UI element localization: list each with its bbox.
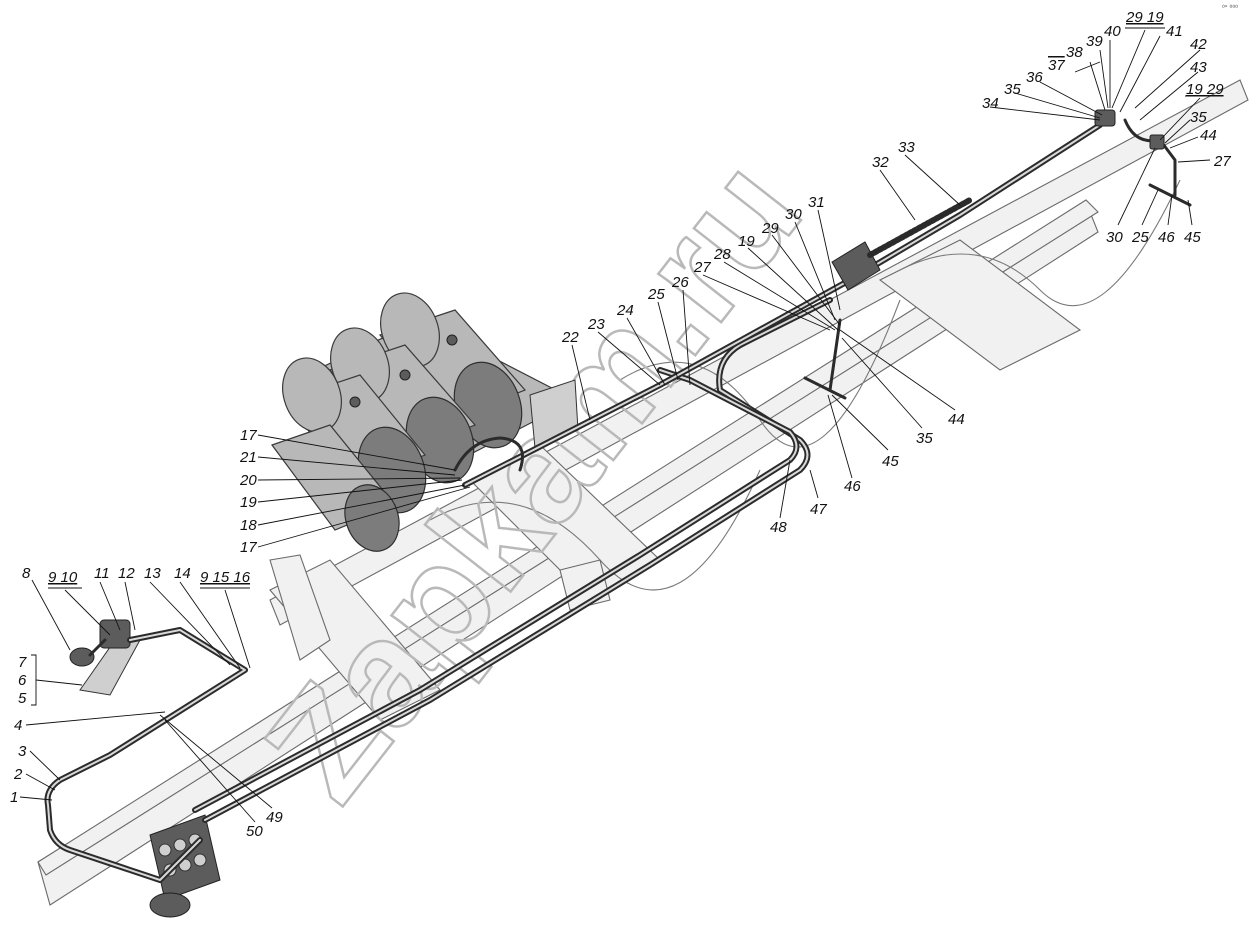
callout-label: 7	[18, 654, 27, 671]
frame-inner-contour-1	[619, 299, 901, 448]
pipe-tank-loop	[453, 436, 524, 472]
callout-label: 47	[810, 501, 827, 518]
callout-label: 9 10	[48, 569, 78, 586]
leader-lines	[19, 27, 1222, 823]
callout-label: 27	[693, 259, 711, 276]
callout-label: 12	[118, 565, 135, 582]
callout-label: 1	[10, 789, 18, 806]
valve-handle-lever	[88, 638, 107, 657]
tank-rear-upper	[378, 292, 527, 449]
callout-label: 11	[94, 565, 110, 582]
callout-label: 30	[1106, 229, 1123, 246]
callout-label: 9 15 16	[200, 569, 251, 586]
callout-label: 48	[770, 519, 787, 536]
callout-label: 35	[916, 430, 933, 447]
callout-label: 25	[647, 286, 665, 303]
callout-label: 44	[948, 411, 965, 428]
callout-label: 17	[240, 539, 257, 556]
callout-label: 22	[561, 329, 579, 346]
callout-label: 26	[671, 274, 689, 291]
callout-label: 23	[587, 316, 605, 333]
callout-label: 31	[808, 194, 825, 211]
callout-label: 46	[1158, 229, 1175, 246]
callout-label: 24	[616, 302, 634, 319]
callout-label: 27	[1213, 153, 1231, 170]
tank-cap-2	[399, 369, 411, 381]
tank-cap-3	[349, 396, 361, 408]
callout-label: 38	[1066, 44, 1083, 61]
frame-bracket-front	[269, 554, 331, 661]
callout-label: 17	[240, 427, 257, 444]
callout-label: 32	[872, 154, 889, 171]
valve-handle-knob	[69, 647, 95, 667]
callout-label: 42	[1190, 36, 1207, 53]
callout-label: 13	[144, 565, 161, 582]
callout-label: 50	[246, 823, 263, 840]
callout-label: 46	[844, 478, 861, 495]
callout-label: 25	[1131, 229, 1149, 246]
callout-label: 2	[13, 766, 23, 783]
pipe-branch-tee-1	[803, 318, 847, 400]
callout-label: 20	[239, 472, 257, 489]
callout-label: 19	[738, 233, 755, 250]
callout-label: 5	[18, 690, 27, 707]
callouts: 1 2 3 4 5 6 7 8 9 10 11 12 13 14 9 15 16…	[10, 9, 1231, 840]
callout-label: 29	[761, 220, 779, 237]
callout-label: 18	[240, 517, 257, 534]
callout-label: 45	[1184, 229, 1201, 246]
callout-label: 34	[982, 95, 999, 112]
corrugated-hose	[867, 197, 973, 258]
callout-label: 36	[1026, 69, 1043, 86]
callout-label: 30	[785, 206, 802, 223]
rear-fitting	[1149, 134, 1165, 150]
callout-label: 8	[22, 565, 31, 582]
corner-mark: ⁰° ⁰⁰⁰	[1222, 4, 1238, 12]
crossmember-rear	[878, 239, 1082, 371]
callout-label: 35	[1190, 109, 1207, 126]
callout-label: 41	[1166, 23, 1183, 40]
callout-label: 28	[713, 246, 731, 263]
frame-inner-contour-2	[899, 179, 1181, 307]
tank-bottom	[271, 424, 400, 552]
distributor-mount	[149, 892, 191, 918]
control-valve-assembly	[69, 619, 141, 696]
callout-label: 19 29	[1186, 81, 1224, 98]
callout-label: 35	[1004, 81, 1021, 98]
callout-label: 40	[1104, 23, 1121, 40]
callout-label: 37	[1048, 57, 1065, 74]
callout-label: 45	[882, 453, 899, 470]
callout-label: 4	[14, 717, 22, 734]
callout-label: 14	[174, 565, 191, 582]
tank-cap-1	[446, 334, 458, 346]
valve-body	[99, 619, 131, 649]
callout-label: 3	[18, 743, 27, 760]
callout-label: 43	[1190, 59, 1207, 76]
callout-label: 6	[18, 672, 27, 689]
callout-label: 29 19	[1125, 9, 1164, 26]
callout-label: 44	[1200, 127, 1217, 144]
callout-label: 19	[240, 494, 257, 511]
callout-label: 21	[239, 449, 257, 466]
callout-label: 49	[266, 809, 283, 826]
tank-group	[271, 292, 579, 552]
callout-label: 39	[1086, 33, 1103, 50]
callout-label: 33	[898, 139, 915, 156]
